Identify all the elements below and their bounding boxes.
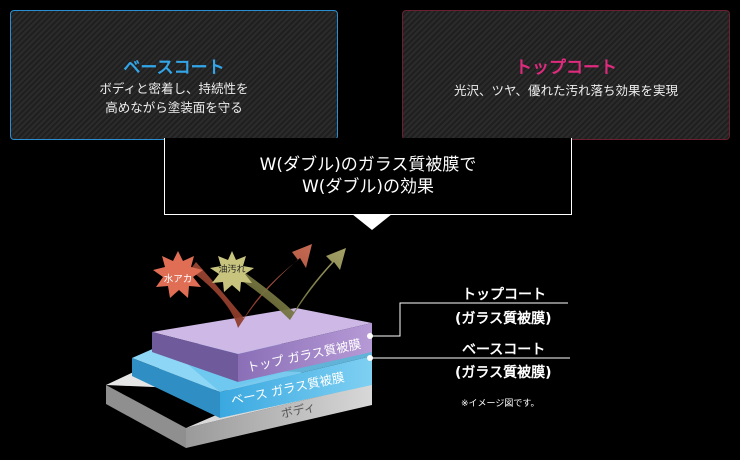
- double-effect-line1: W(ダブル)のガラス質被膜で: [259, 155, 477, 175]
- down-arrow-icon: [352, 214, 392, 230]
- body-layer-label: ボディ: [280, 399, 318, 421]
- top-coat-description: 光沢、ツヤ、優れた汚れ落ち効果を実現: [453, 83, 678, 98]
- double-effect-text: W(ダブル)のガラス質被膜で W(ダブル)の効果: [165, 154, 571, 198]
- top-coat-callout-name: トップコート: [462, 287, 546, 303]
- base-coat-title: ベースコート: [123, 58, 225, 78]
- image-note: ※イメージ図です。: [461, 399, 540, 409]
- base-coat-description: ボディと密着し、持続性を 高めながら塗装面を守る: [11, 79, 337, 117]
- double-effect-line2: W(ダブル)の効果: [301, 177, 435, 197]
- oil-stain-label: 油汚れ: [218, 263, 245, 275]
- double-effect-box: W(ダブル)のガラス質被膜で W(ダブル)の効果: [164, 138, 572, 215]
- base-coat-desc-line1: ボディと密着し、持続性を: [99, 81, 249, 96]
- base-coat-callout-name: ベースコート: [462, 342, 546, 358]
- water-stain-label: 水アカ: [164, 273, 193, 285]
- base-coat-callout-sub: (ガラス質被膜): [455, 365, 552, 381]
- top-coat-callout-line: [367, 302, 568, 339]
- oil-stain-icon: 油汚れ: [210, 251, 254, 292]
- base-coat-callout-line: [367, 355, 570, 361]
- top-layer: [152, 308, 372, 382]
- bounce-arrow-oil: [238, 248, 346, 320]
- water-stain-icon: 水アカ: [153, 251, 203, 298]
- base-coat-card: ベースコート ボディと密着し、持続性を 高めながら塗装面を守る: [10, 10, 338, 140]
- bounce-arrow-water: [190, 244, 312, 328]
- top-coat-card: トップコート 光沢、ツヤ、優れた汚れ落ち効果を実現: [402, 10, 730, 140]
- top-coat-callout-sub: (ガラス質被膜): [455, 311, 552, 327]
- top-coat-title: トップコート: [515, 58, 617, 78]
- base-coat-desc-line2: 高めながら塗装面を守る: [105, 100, 243, 115]
